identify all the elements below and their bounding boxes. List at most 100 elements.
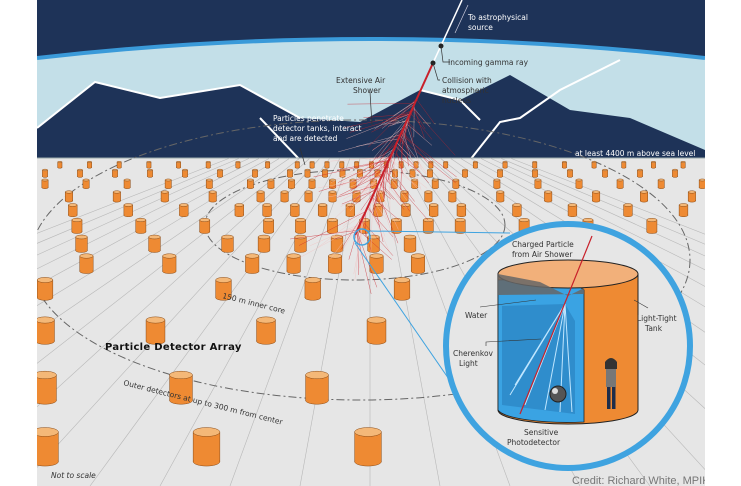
- detector-tank: [280, 190, 289, 203]
- shower-particle: [370, 195, 374, 254]
- detector-tank: [71, 218, 83, 234]
- label-collision: Collision with: [442, 76, 492, 85]
- detector-tank: [687, 190, 696, 203]
- detector-tank: [339, 161, 345, 169]
- label-not-to-scale: Not to scale: [51, 471, 96, 480]
- shower-particle: [371, 126, 405, 151]
- detector-tank: [497, 168, 503, 178]
- detector-tank: [112, 168, 118, 178]
- detector-tank: [349, 178, 357, 189]
- detector-tank: [164, 178, 172, 189]
- detector-tank: [623, 203, 633, 217]
- shower-particle: [405, 122, 422, 169]
- detector-tank: [256, 316, 276, 345]
- detector-tank: [354, 427, 382, 467]
- detector-tank: [532, 161, 538, 169]
- detector-tank: [409, 168, 416, 178]
- label-collision-2: atmospheric: [442, 86, 489, 95]
- shower-particle: [339, 173, 383, 196]
- shower-particle: [374, 101, 416, 130]
- detector-tank: [262, 203, 272, 217]
- label-penetrate-3: and are detected: [273, 134, 338, 143]
- detector-tank: [672, 168, 678, 178]
- detector-tank: [199, 218, 211, 234]
- detector-tank: [182, 168, 188, 178]
- grid-line: [37, 157, 231, 234]
- shower-particle: [399, 135, 428, 175]
- shower-particle: [412, 106, 430, 127]
- shower-particle: [404, 124, 409, 167]
- shower-particle: [334, 151, 393, 188]
- detector-tank: [456, 203, 467, 217]
- shower-particle: [400, 133, 457, 178]
- shower-particle: [356, 231, 372, 295]
- detector-tank: [452, 178, 460, 189]
- credit: Credit: Richard White, MPIK: [572, 475, 710, 486]
- detector-tank: [317, 203, 328, 217]
- detector-tank: [147, 168, 153, 178]
- shower-particle: [321, 227, 359, 237]
- shower-particle: [380, 177, 408, 209]
- mountain-ridges: [37, 59, 621, 161]
- shower-particle: [372, 152, 393, 177]
- shower-particle: [394, 146, 404, 175]
- shower-particle: [330, 149, 394, 183]
- detector-tank: [454, 218, 466, 234]
- detector-tank: [77, 168, 83, 178]
- detector-tank: [567, 168, 573, 178]
- detector-tank: [657, 178, 665, 189]
- detector-tank: [37, 427, 59, 467]
- detector-tank: [640, 190, 648, 203]
- detector-tank: [37, 277, 54, 301]
- detector-tank: [169, 370, 193, 405]
- detector-tank: [215, 277, 232, 301]
- label-charged-2: from Air Shower: [512, 250, 573, 259]
- shower-particle: [371, 111, 412, 133]
- shower-particle: [357, 228, 360, 245]
- shower-particle: [383, 161, 389, 200]
- shower-particle: [340, 209, 367, 251]
- grid-line: [89, 157, 331, 486]
- shower-particle: [413, 106, 425, 139]
- label-cherenkov-2: Light: [459, 359, 478, 368]
- label-cherenkov: Cherenkov: [453, 349, 494, 358]
- detector-tank: [146, 161, 152, 169]
- shower-particle: [386, 164, 415, 202]
- detector-tank: [329, 178, 336, 189]
- detector-tank: [602, 168, 608, 178]
- shower-particle: [300, 224, 360, 258]
- detector-tank: [309, 161, 315, 169]
- shower-particle: [317, 176, 382, 189]
- detector-tank: [41, 178, 49, 189]
- photodetector: [549, 385, 567, 403]
- shower-particle: [382, 173, 410, 212]
- shower-particle: [333, 230, 357, 240]
- detector-tank: [561, 161, 567, 169]
- detector-tank: [64, 190, 73, 203]
- shower-particle: [392, 151, 420, 173]
- grid-line: [37, 157, 241, 244]
- detector-tank: [448, 190, 457, 203]
- shower-particle: [313, 160, 389, 178]
- detector-tank: [680, 161, 686, 169]
- detector-tank: [245, 253, 260, 274]
- shower-particle: [412, 108, 426, 130]
- shower-particle: [389, 158, 428, 189]
- shower-particle: [379, 181, 405, 210]
- shower-core: [354, 62, 434, 236]
- detector-tank: [123, 203, 133, 217]
- shower-particle: [361, 220, 394, 256]
- detector-tank: [288, 178, 295, 189]
- detector-tank: [567, 203, 578, 217]
- detector-tank: [135, 218, 147, 234]
- detector-tank: [123, 178, 131, 189]
- tank-array: [37, 161, 705, 467]
- detector-tank: [369, 253, 384, 274]
- grid-line: [37, 157, 301, 364]
- detector-tank: [592, 190, 601, 203]
- shower-particle: [350, 162, 389, 192]
- detector-tank: [79, 253, 94, 274]
- shower-particle: [375, 130, 403, 167]
- shower-particle: [401, 132, 430, 165]
- detector-tank: [179, 203, 189, 217]
